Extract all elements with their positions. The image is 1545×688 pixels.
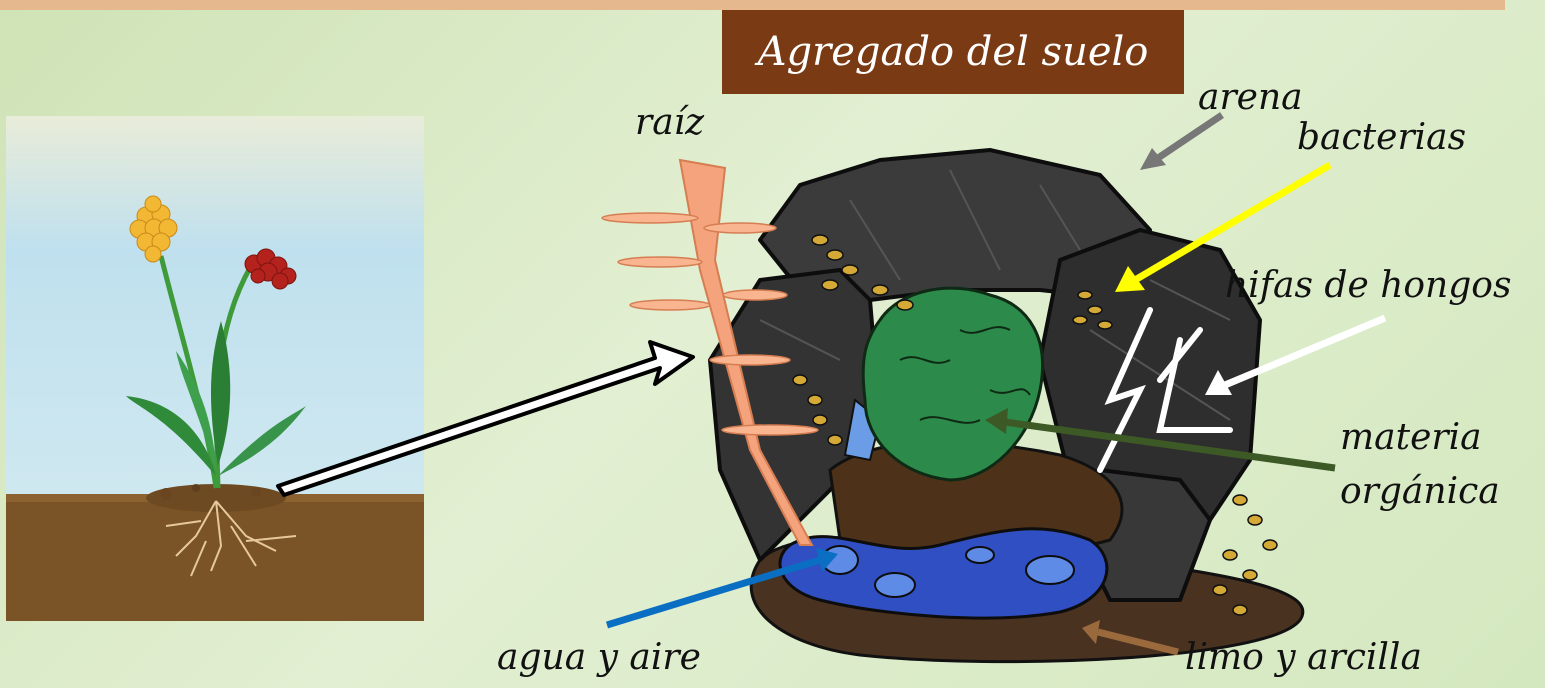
bacterias-arrow: [1115, 161, 1332, 292]
label-agua: agua y aire: [497, 637, 701, 678]
limo-arrow: [1082, 620, 1179, 656]
label-materia-line1: materia: [1340, 417, 1482, 458]
materia-arrow: [985, 408, 1336, 472]
arena-arrow: [1140, 112, 1224, 170]
diagram-title: Agregado del suelo: [757, 29, 1149, 75]
label-raiz: raíz: [635, 102, 705, 143]
top-border: [0, 0, 1505, 10]
label-limo: limo y arcilla: [1185, 637, 1422, 678]
label-materia-line2: orgánica: [1340, 471, 1500, 512]
plant-illustration: [6, 116, 424, 621]
label-hifas: hifas de hongos: [1225, 265, 1512, 306]
diagram-title-box: Agregado del suelo: [722, 10, 1184, 94]
label-arena: arena: [1198, 77, 1303, 118]
agua-arrow: [605, 548, 838, 629]
label-bacterias: bacterias: [1297, 117, 1467, 158]
hifas-arrow: [1205, 314, 1387, 395]
zoom-arrow: [276, 340, 695, 497]
